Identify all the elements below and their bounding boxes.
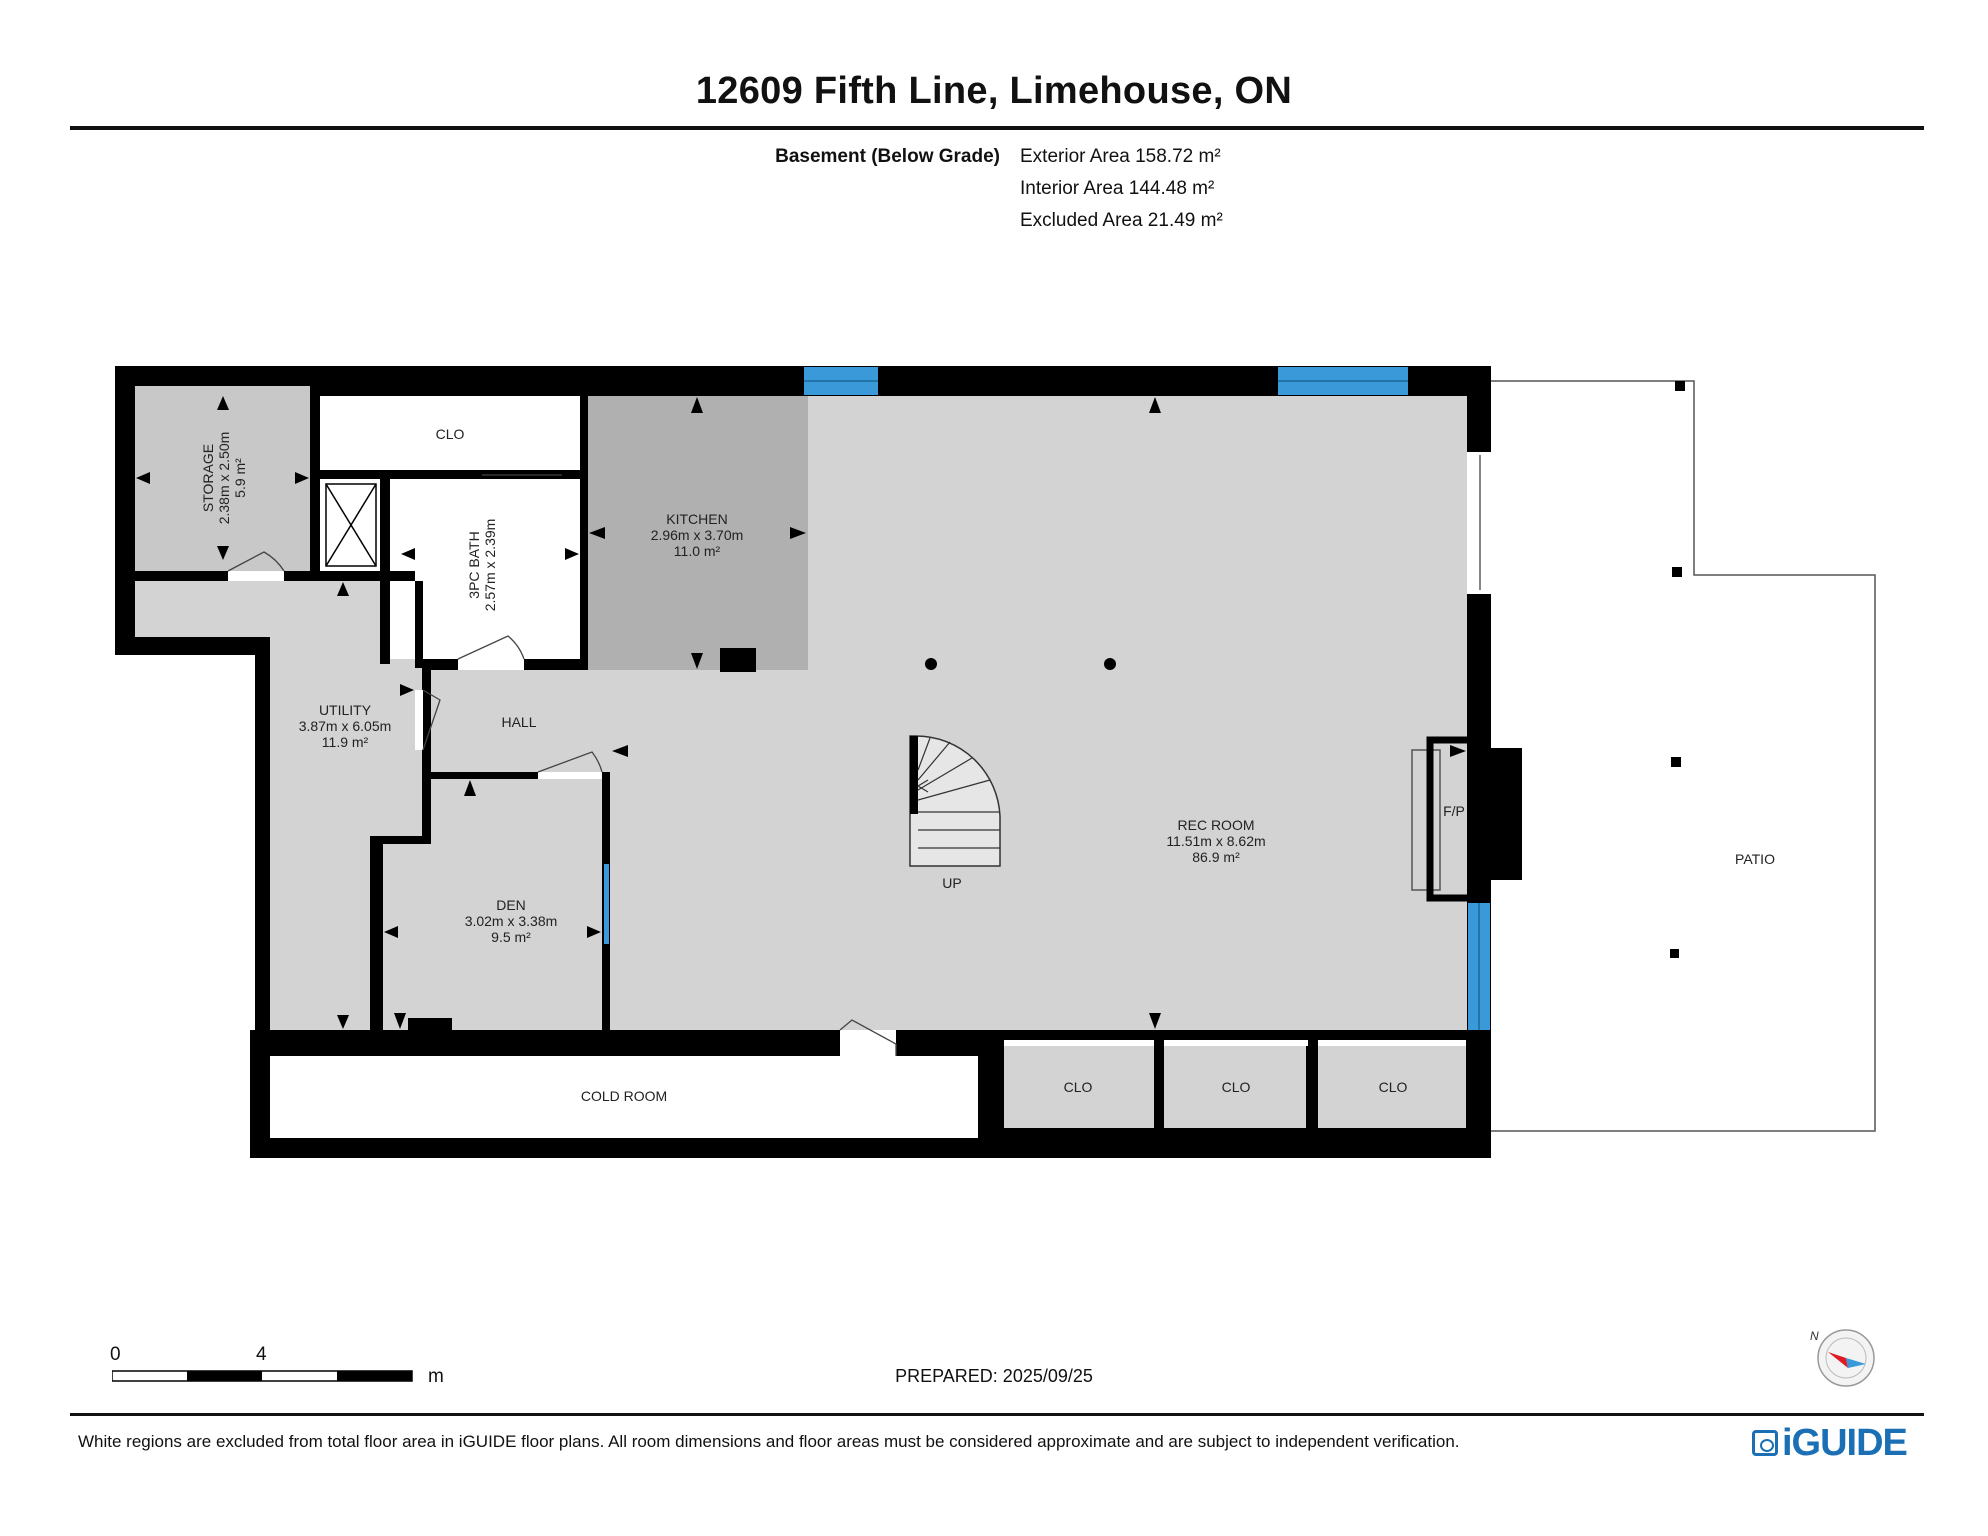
bath-dims: 2.57m x 2.39m (482, 519, 498, 612)
patio-post (1675, 381, 1685, 391)
area-summary: Exterior Area 158.72 m² Interior Area 14… (1020, 141, 1223, 237)
post (1104, 658, 1116, 670)
den-dims: 3.02m x 3.38m (465, 913, 558, 929)
page-title: 12609 Fifth Line, Limehouse, ON (695, 70, 1293, 112)
header-divider (70, 126, 1924, 130)
storage-area: 5.9 m² (232, 458, 248, 498)
wall (580, 396, 588, 670)
wall (370, 836, 431, 844)
closet-2-label: CLO (1222, 1079, 1251, 1095)
room-floors (135, 386, 1467, 1138)
storage-floor (135, 386, 310, 571)
door-openings (228, 452, 1491, 1056)
utility-area: 11.9 m² (322, 734, 369, 750)
fireplace-label: F/P (1443, 803, 1465, 819)
rec-room-label: REC ROOM (1178, 817, 1255, 833)
closet-1-floor (1004, 1046, 1154, 1128)
closet-1-door (1004, 1040, 1154, 1046)
cold-room-door (840, 1030, 896, 1056)
wall (978, 1030, 1004, 1158)
closet-2-floor (1164, 1046, 1306, 1128)
wall (422, 670, 431, 836)
patio: PATIO (1487, 380, 1876, 1132)
den-door (538, 772, 602, 779)
kitchen-label: KITCHEN (666, 511, 727, 527)
exterior-door (1467, 452, 1491, 594)
utility-dims: 3.87m x 6.05m (299, 718, 392, 734)
closet-top-label: CLO (436, 426, 465, 442)
closet-3-door (1318, 1040, 1466, 1046)
dimension-arrows (136, 396, 1466, 1029)
footer-divider (70, 1413, 1924, 1416)
stairs-label: UP (942, 875, 961, 891)
storage-dims: 2.38m x 2.50m (216, 432, 232, 525)
utility-door (415, 690, 423, 750)
patio-post (1671, 757, 1681, 767)
storage-door (228, 571, 284, 581)
cold-room-label: COLD ROOM (581, 1088, 667, 1104)
closet-2-door (1164, 1040, 1308, 1046)
utility-floor (135, 581, 422, 1030)
wall (431, 772, 609, 779)
bath-label: 3PC BATH (466, 531, 482, 598)
closet-1-label: CLO (1064, 1079, 1093, 1095)
hall-floor (424, 670, 610, 776)
level-name: Basement (Below Grade) (775, 146, 1000, 167)
compass-icon: N (1810, 1329, 1875, 1387)
door-swings (227, 455, 1481, 1056)
patio-post (1672, 567, 1682, 577)
disclaimer: White regions are excluded from total fl… (78, 1432, 1460, 1451)
bath-door (458, 659, 524, 670)
rec-room-area: 86.9 m² (1192, 849, 1240, 865)
utility-label: UTILITY (319, 702, 372, 718)
scale-tick-0: 0 (110, 1344, 121, 1365)
wall (1000, 1030, 1491, 1040)
wall (370, 836, 379, 1030)
fireplace: F/P (1411, 736, 1522, 902)
wall (1308, 1040, 1318, 1130)
stairs: UP (909, 735, 1001, 891)
kitchen-floor (588, 396, 808, 670)
exterior-area: Exterior Area 158.72 m² (1020, 146, 1221, 167)
wall (310, 386, 320, 576)
scale-bar-graphic (112, 1370, 413, 1382)
wall (415, 581, 423, 668)
column (408, 1018, 452, 1030)
room-labels: STORAGE 2.38m x 2.50m 5.9 m² CLO 3PC BAT… (200, 426, 1407, 1104)
wall (320, 470, 580, 479)
shaft-cross (325, 483, 377, 567)
closet-3-floor (1318, 1046, 1466, 1128)
closet-top-floor (320, 396, 580, 470)
rec-room-dims: 11.51m x 8.62m (1166, 833, 1265, 849)
patio-label: PATIO (1735, 851, 1775, 867)
kitchen-area: 11.0 m² (674, 543, 721, 559)
interior-area: Interior Area 144.48 m² (1020, 178, 1215, 199)
logo-text: iGUIDE (1782, 1422, 1908, 1464)
post (925, 658, 937, 670)
column (720, 648, 756, 672)
prepared-date: PREPARED: 2025/09/25 (895, 1366, 1093, 1386)
scale-tick-2: 4 (256, 1344, 267, 1365)
den-area: 9.5 m² (491, 929, 531, 945)
cold-room-floor (270, 1056, 978, 1138)
wall (1154, 1040, 1164, 1130)
closet-3-label: CLO (1379, 1079, 1408, 1095)
rec-room-floor (590, 396, 1467, 1030)
hall-label: HALL (501, 714, 536, 730)
kitchen-dims: 2.96m x 3.70m (651, 527, 744, 543)
storage-label: STORAGE (200, 444, 216, 512)
brand-logo: iGUIDE (1752, 1422, 1908, 1465)
logo-icon (1752, 1430, 1778, 1456)
compass-north-label: N (1810, 1329, 1819, 1343)
patio-post (1670, 949, 1679, 958)
excluded-area: Excluded Area 21.49 m² (1020, 210, 1223, 231)
window (604, 864, 609, 944)
den-label: DEN (496, 897, 526, 913)
scale-unit: m (428, 1366, 444, 1387)
